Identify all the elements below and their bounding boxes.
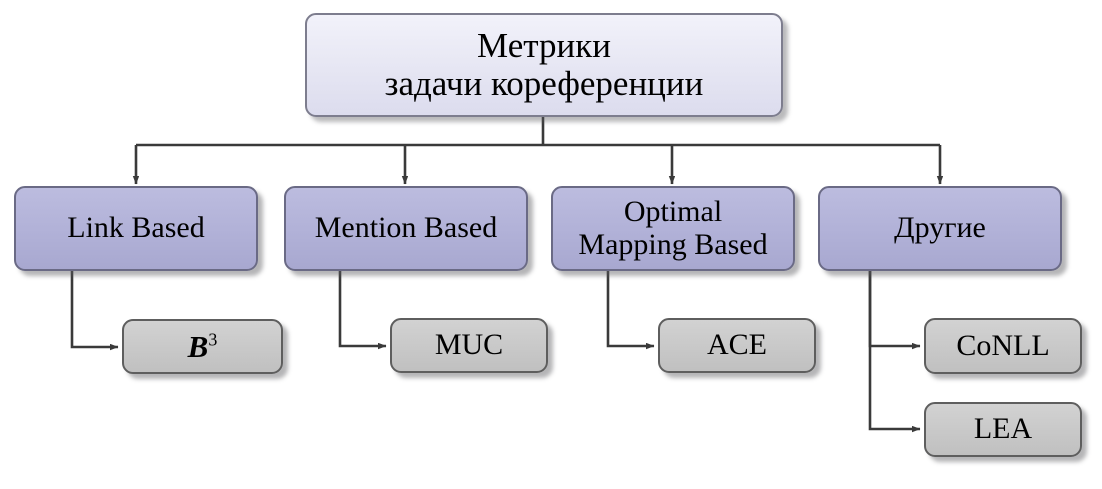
node-mention-based[interactable]: Mention Based	[284, 186, 528, 271]
node-other-label: Другие	[894, 211, 986, 245]
node-b-cubed-exponent: 3	[208, 329, 218, 350]
node-root[interactable]: Метрики задачи кореференции	[305, 13, 783, 117]
node-ace[interactable]: ACE	[658, 318, 816, 373]
node-b-cubed[interactable]: B3	[122, 319, 283, 374]
node-lea[interactable]: LEA	[924, 402, 1082, 457]
node-muc-label: MUC	[434, 328, 504, 362]
edge-link-based-to-b-cubed	[70, 271, 119, 351]
edge-other-to-conll	[868, 271, 921, 350]
node-optimal-mapping-based[interactable]: Optimal Mapping Based	[551, 186, 795, 271]
node-conll[interactable]: CoNLL	[924, 318, 1082, 374]
node-b-cubed-label: B3	[182, 330, 224, 363]
node-lea-label: LEA	[973, 412, 1033, 446]
node-root-label: Метрики задачи кореференции	[384, 26, 704, 103]
edge-other-to-lea	[868, 271, 921, 433]
node-mention-based-label: Mention Based	[314, 211, 498, 245]
node-conll-label: CoNLL	[956, 328, 1050, 362]
node-ace-label: ACE	[707, 328, 767, 362]
node-optimal-mapping-based-label: Optimal Mapping Based	[578, 195, 768, 261]
node-link-based-label: Link Based	[67, 211, 205, 245]
node-other[interactable]: Другие	[818, 186, 1062, 271]
node-b-cubed-base: B	[187, 328, 209, 364]
node-muc[interactable]: MUC	[390, 318, 548, 373]
edge-optimal-mapping-based-to-ace	[606, 271, 655, 350]
node-link-based[interactable]: Link Based	[14, 186, 258, 271]
edge-mention-based-to-muc	[338, 271, 387, 350]
